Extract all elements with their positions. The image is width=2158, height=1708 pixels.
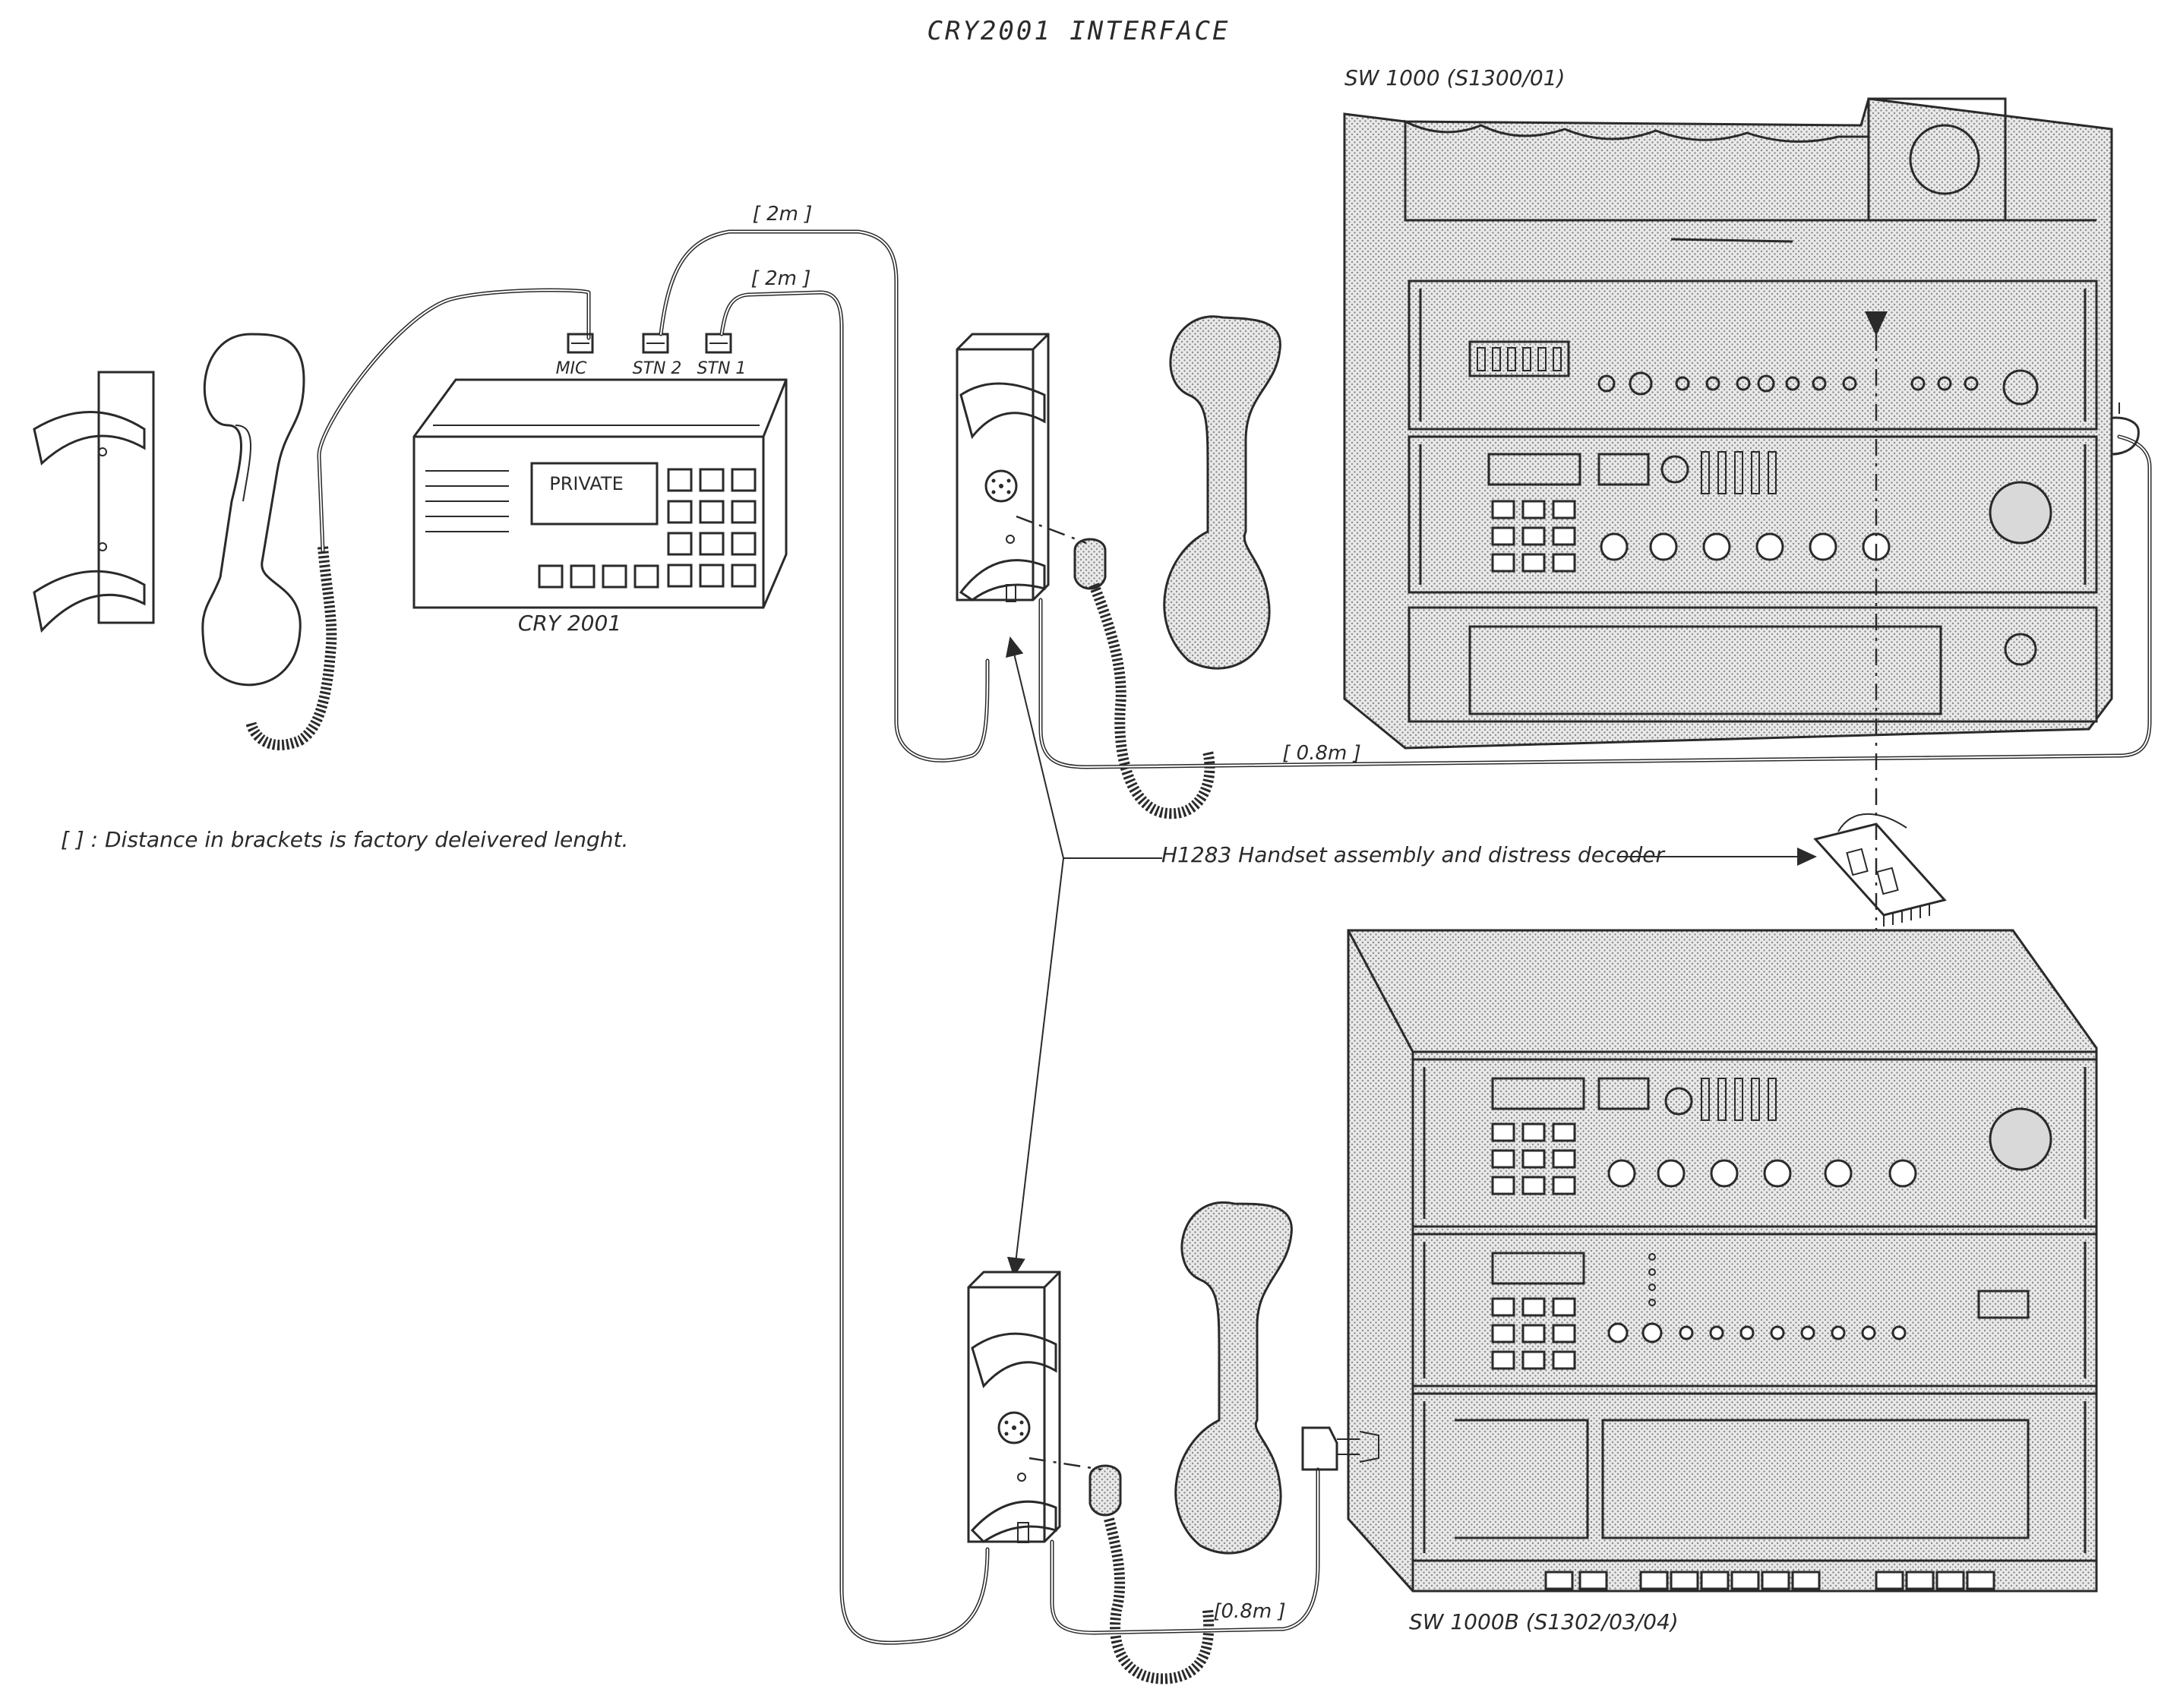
h1283-leader-down — [1006, 857, 1064, 1277]
sw1000b-module-1-knobs — [1607, 1107, 2052, 1188]
dash-connector-top — [1016, 515, 1087, 545]
sw1000b-module-2-knobs — [1607, 1322, 1907, 1343]
sw1000-module-2-keypad — [1491, 500, 1576, 573]
cry2001-label: CRY 2001 — [518, 611, 621, 636]
wall-cradle — [33, 371, 155, 633]
sw1000b-module-1-keypad — [1491, 1122, 1576, 1195]
sw1000b-module-2-leds — [1648, 1253, 1656, 1306]
handset-box-bottom — [967, 1271, 1061, 1543]
h1283-leader-left — [1005, 636, 1162, 859]
note-text: [ ] : Distance in brackets is factory de… — [61, 827, 628, 852]
diagram-title: CRY2001 INTERFACE — [927, 16, 1231, 46]
cable-bottom-length-label: [0.8m ] — [1213, 1600, 1285, 1623]
sw1000-module-3 — [1408, 606, 2098, 723]
speaker-grille — [425, 470, 509, 532]
dash-connector-bottom — [1028, 1457, 1102, 1471]
sw1000b-module-2-keypad — [1491, 1297, 1576, 1370]
sw1000b-rack — [1347, 929, 2098, 1593]
cable-top-length-label: [ 0.8m ] — [1282, 742, 1361, 765]
plug-sw1000b — [1301, 1426, 1379, 1471]
handset-left — [201, 333, 305, 687]
connector-stn2 — [642, 333, 669, 354]
stn1-label: STN 1 — [697, 359, 747, 378]
handset-bottom — [1174, 1201, 1293, 1555]
coiled-cord-left — [245, 546, 337, 750]
sw1000b-module-3 — [1411, 1392, 2098, 1562]
handset-box-top — [956, 333, 1050, 602]
cry2001-unit: PRIVATE — [412, 378, 788, 609]
sw1000b-module-1 — [1411, 1058, 2098, 1228]
cry2001-keypad — [667, 468, 757, 588]
coiled-cord-bottom — [1104, 1517, 1215, 1684]
sw1000b-label: SW 1000B (S1302/03/04) — [1409, 1609, 1679, 1634]
plug-bottom — [1088, 1464, 1122, 1517]
h1283-label: H1283 Handset assembly and distress deco… — [1161, 842, 1666, 867]
stn2-label: STN 2 — [633, 359, 682, 378]
sw1000-label: SW 1000 (S1300/01) — [1344, 65, 1565, 90]
sw1000-module-2-knobs — [1600, 481, 2052, 561]
distress-decoder-board — [1813, 813, 1947, 927]
connector-stn1 — [705, 333, 732, 354]
cry2001-display-text: PRIVATE — [549, 473, 624, 494]
stn2-length-label: [ 2m ] — [753, 203, 813, 226]
plug-top — [1073, 538, 1107, 590]
cry2001-soft-keys — [538, 564, 659, 589]
handset-top — [1163, 315, 1281, 670]
sw1000b-bottom-buttons — [1544, 1571, 1995, 1590]
stn1-length-label: [ 2m ] — [751, 267, 811, 290]
sw1000-module-1 — [1408, 279, 2098, 431]
mic-label: MIC — [556, 359, 587, 378]
connector-mic — [567, 333, 594, 354]
sw1000-module-1-knobs — [1597, 369, 2039, 406]
coiled-cord-top — [1088, 582, 1215, 819]
cry2001-display — [530, 462, 659, 526]
sw1000b-module-2 — [1411, 1233, 2098, 1388]
sw1000-rack — [1343, 97, 2113, 750]
